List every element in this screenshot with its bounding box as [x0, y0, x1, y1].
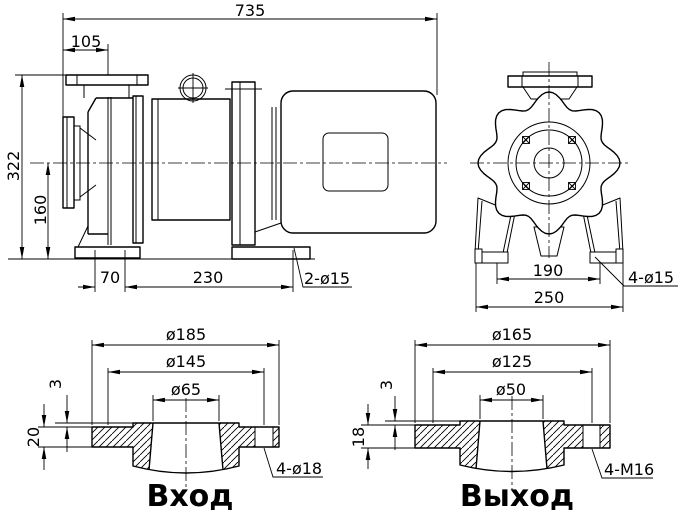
- suction-flange-side: [62, 116, 97, 209]
- motor-terminal-box: [322, 132, 389, 192]
- dim-inlet-thickness: 20: [24, 427, 43, 447]
- outlet-flange-section: ø165 ø125 ø50 3 18 4-M16 Выход: [349, 325, 654, 514]
- dim-total-height: 322: [4, 151, 23, 182]
- inlet-dimensions: ø185 ø145 ø65 3 20 4-ø18: [24, 325, 323, 478]
- dim-outlet-outer-dia: ø165: [492, 325, 532, 344]
- dim-outlet-face-height: 3: [377, 380, 396, 390]
- dim-inlet-outer-dia: ø185: [166, 325, 206, 344]
- casing-bolt-marks: [522, 136, 576, 190]
- outlet-flange-title: Выход: [460, 479, 574, 514]
- eyebolt-icon: [178, 73, 208, 103]
- motor-body: [280, 90, 437, 234]
- label-side-foot-holes: 2-ø15: [304, 269, 350, 288]
- inlet-flange-title: Вход: [146, 479, 233, 514]
- front-view-dimensions: 190 250 4-ø15: [475, 256, 678, 312]
- dim-inlet-face-height: 3: [46, 379, 65, 389]
- side-view-dimensions: 735 105 322 160 70 230 2-ø15: [4, 1, 438, 292]
- front-foot: [74, 225, 141, 259]
- front-view-feet: [474, 248, 624, 264]
- inlet-bore-wall-right: [218, 422, 224, 471]
- dim-front-foot-offset: 70: [100, 268, 120, 287]
- bearing-frame: [151, 98, 231, 221]
- outlet-bore-wall-right: [542, 420, 548, 470]
- dim-inlet-bolt-circle: ø145: [166, 352, 206, 371]
- inlet-flange-profile: [91, 422, 280, 474]
- dim-outlet-thickness: 18: [349, 427, 368, 447]
- dim-foot-hole-spacing: 190: [533, 261, 564, 280]
- dim-flange-to-casing: 105: [71, 32, 102, 51]
- label-outlet-bolt-holes: 4-M16: [604, 460, 654, 479]
- discharge-flange-front: [507, 71, 593, 88]
- dim-foot-overall-width: 250: [534, 288, 565, 307]
- outlet-dimensions: ø165 ø125 ø50 3 18 4-M16: [349, 325, 654, 479]
- side-view: 735 105 322 160 70 230 2-ø15: [4, 1, 447, 292]
- support-bracket: [225, 81, 311, 260]
- label-front-foot-holes: 4-ø15: [628, 268, 674, 287]
- dim-foot-spacing: 230: [193, 268, 224, 287]
- inlet-flange-section: ø185 ø145 ø65 3 20 4-ø18 Вход: [24, 325, 323, 514]
- dim-axis-height: 160: [31, 195, 50, 226]
- outlet-flange-profile: [414, 420, 611, 473]
- volute-casing-side: [87, 95, 144, 245]
- dim-overall-length: 735: [235, 1, 266, 20]
- discharge-flange-side: [65, 74, 149, 98]
- front-view: 190 250 4-ø15: [470, 62, 678, 312]
- dim-outlet-bolt-circle: ø125: [492, 352, 532, 371]
- inlet-bore-wall-left: [148, 422, 154, 471]
- label-inlet-bolt-holes: 4-ø18: [276, 459, 322, 478]
- dim-outlet-bore: ø50: [496, 380, 526, 399]
- outlet-hatching: [415, 421, 610, 469]
- outlet-bore-wall-left: [475, 420, 481, 470]
- dim-inlet-bore: ø65: [171, 380, 201, 399]
